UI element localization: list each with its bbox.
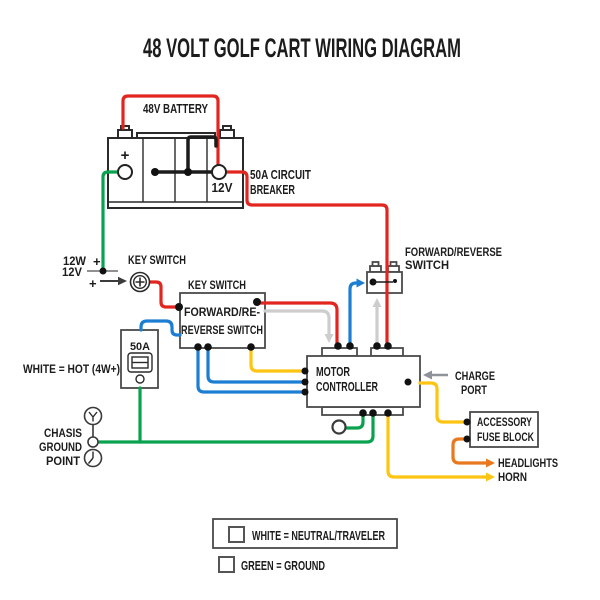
ground-clock-glyph bbox=[87, 451, 94, 464]
legend-green-swatch bbox=[218, 556, 235, 573]
tap-12w-plus: + bbox=[93, 254, 101, 269]
battery-12v-terminal bbox=[211, 164, 227, 180]
forward-reverse-switch bbox=[366, 261, 403, 294]
chassis-ground-label-1: CHASIS bbox=[44, 426, 82, 440]
junction-dots bbox=[99, 168, 471, 443]
motor-controller-label-2: CONTROLLER bbox=[316, 379, 378, 394]
wire-battery-jumper-black-2 bbox=[186, 135, 218, 174]
battery-label: 48V BATTERY bbox=[143, 101, 208, 116]
accessory-fuse-block-body bbox=[469, 411, 539, 448]
white-wire-down-arrowhead bbox=[324, 334, 334, 343]
key-switch-plus bbox=[135, 277, 145, 287]
tap-12v-label: 12V bbox=[62, 265, 82, 279]
wire-controller-to-horn-yellow bbox=[386, 412, 489, 479]
fr-switch-cap-left bbox=[371, 261, 380, 267]
white-wire-up-arrowhead bbox=[372, 298, 382, 307]
key-switch-relay-label-1: FORWARD/RE- bbox=[184, 305, 260, 319]
wire-accessory-to-headlights-orange bbox=[451, 437, 489, 465]
battery-plus-sign: + bbox=[121, 147, 130, 164]
wire-relay-to-controller-blue-upper bbox=[206, 345, 305, 384]
wire-battery-positive-red bbox=[121, 94, 220, 168]
wire-relay-to-controller-yellow bbox=[249, 345, 305, 373]
white-hot-note: WHITE = HOT (4W+) bbox=[23, 362, 120, 376]
fuse-indicator-circle bbox=[135, 374, 145, 384]
key-switch-label: KEY SWITCH bbox=[128, 253, 186, 267]
legend-white-label: WHITE = NEUTRAL/TRAVELER bbox=[252, 528, 385, 543]
wire-battery-ground-green bbox=[101, 170, 121, 271]
page-title: 48 VOLT GOLF CART WIRING DIAGRAM bbox=[143, 33, 461, 63]
battery-negative-terminal bbox=[117, 164, 133, 180]
chassis-ground-label-3: POINT bbox=[46, 454, 81, 468]
legend-white-swatch bbox=[228, 526, 245, 543]
wire-breaker-to-controller-red bbox=[225, 170, 389, 346]
accessory-fuse-block bbox=[469, 411, 539, 448]
wire-controller-green-stub bbox=[344, 412, 365, 430]
fuse-element-outline bbox=[127, 352, 153, 373]
fr-switch-cap-right bbox=[389, 261, 398, 267]
wire-controller-to-accessory-yellow bbox=[418, 381, 466, 424]
circuit-breaker-label-1: 50A CIRCUIT bbox=[250, 168, 311, 182]
blue-wire-right-arrowhead bbox=[356, 278, 365, 288]
charge-port-arrowhead bbox=[423, 370, 432, 380]
horn-label: HORN bbox=[498, 470, 527, 484]
chassis-ground-label-2: GROUND bbox=[39, 440, 82, 454]
charge-port-label-2: PORT bbox=[461, 383, 488, 397]
horn-arrowhead bbox=[486, 472, 495, 482]
battery-terminal-cap-right bbox=[222, 125, 232, 131]
key-switch-relay-title: KEY SWITCH bbox=[188, 278, 246, 292]
battery-12v-label: 12V bbox=[212, 181, 234, 195]
battery-terminal-post-right bbox=[219, 129, 235, 139]
key-switch-symbol bbox=[129, 271, 151, 293]
motor-controller-label-1: MOTOR bbox=[316, 364, 350, 379]
charge-port-label-1: CHARGE bbox=[455, 369, 495, 383]
battery-cell-dividers bbox=[108, 138, 243, 203]
headlights-label: HEADLIGHTS bbox=[498, 456, 558, 470]
battery-terminal-cap-left bbox=[120, 125, 130, 131]
fr-switch-label-1: FORWARD/REVERSE bbox=[405, 245, 502, 259]
fr-switch-contacts bbox=[369, 278, 397, 286]
headlights-arrowhead bbox=[486, 458, 495, 468]
keyswitch-pointer-arrowhead bbox=[118, 276, 127, 286]
wire-controller-to-ground-green bbox=[96, 412, 375, 444]
legend-green-label: GREEN = GROUND bbox=[241, 558, 325, 573]
key-switch-relay-body bbox=[179, 292, 266, 349]
fuse-50a bbox=[120, 329, 159, 389]
legend: WHITE = NEUTRAL/TRAVELER GREEN = GROUND bbox=[212, 518, 398, 573]
wire-keyswitch-to-relay-red bbox=[148, 280, 179, 309]
fr-switch-label-2: SWITCH bbox=[405, 258, 449, 272]
battery-terminal-post-left bbox=[117, 129, 133, 139]
accessory-label-2: FUSE BLOCK bbox=[477, 432, 535, 444]
fuse-50a-label: 50A bbox=[130, 341, 150, 353]
ground-y-glyph bbox=[88, 411, 98, 422]
wire-relay-to-controller-blue-lower bbox=[196, 345, 305, 394]
circuit-breaker-label-2: BREAKER bbox=[250, 183, 295, 197]
ground-ring-connector bbox=[331, 419, 347, 435]
accessory-label-1: ACCESSORY bbox=[477, 417, 532, 429]
key-switch-relay bbox=[179, 292, 266, 349]
wire-relay-to-controller-red bbox=[255, 301, 339, 345]
wire-relay-to-fuse-blue bbox=[139, 319, 182, 337]
chassis-ground-symbol bbox=[83, 406, 103, 468]
wire-controller-to-frswitch-blue bbox=[348, 281, 359, 348]
tap-12w-label: 12W bbox=[63, 254, 87, 268]
tap-12v-plus: + bbox=[89, 276, 97, 291]
wire-relay-to-controller-white bbox=[263, 309, 331, 337]
key-switch-relay-label-2: REVERSE SWITCH bbox=[181, 323, 263, 337]
